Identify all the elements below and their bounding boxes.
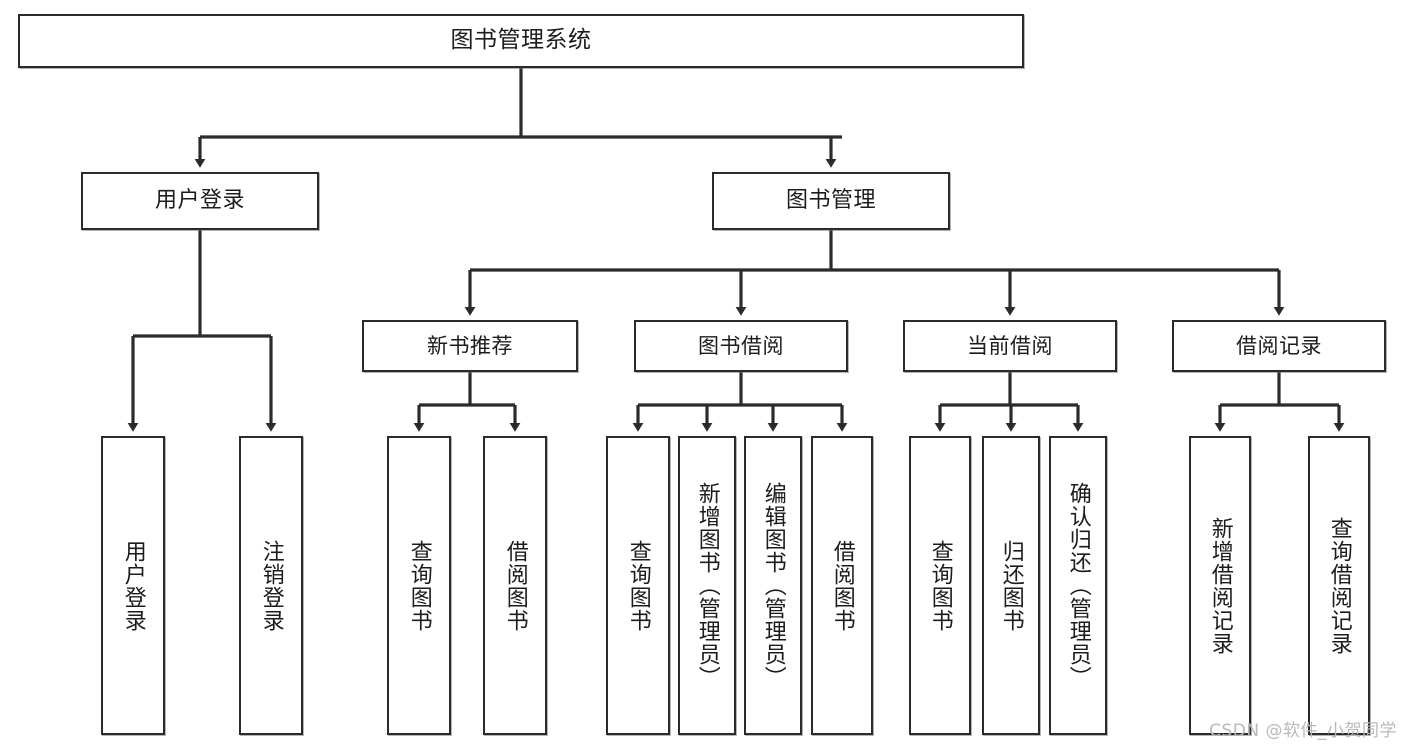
node-book-borrow-label: 图书借阅 (698, 333, 784, 358)
node-leaf-borrow-book-borrow-label: 借阅图书 (829, 539, 855, 632)
node-root[interactable]: 图书管理系统 (18, 14, 1024, 68)
node-leaf-add-book-admin[interactable]: 新增图书（管理员） (678, 436, 736, 735)
node-book-borrow[interactable]: 图书借阅 (634, 320, 848, 372)
node-leaf-query-book-newbook-label: 查询图书 (406, 539, 432, 632)
node-leaf-add-borrow-record-label: 新增借阅记录 (1207, 516, 1233, 655)
node-leaf-return-book[interactable]: 归还图书 (982, 436, 1040, 735)
node-leaf-query-book-current[interactable]: 查询图书 (909, 436, 971, 735)
node-leaf-borrow-book-newbook[interactable]: 借阅图书 (483, 436, 547, 735)
node-leaf-user-login-label: 用户登录 (120, 539, 146, 632)
node-borrow-record-label: 借阅记录 (1236, 333, 1322, 358)
node-leaf-query-book-borrow-label: 查询图书 (625, 539, 651, 632)
node-user-login-label: 用户登录 (154, 188, 245, 214)
node-leaf-logout[interactable]: 注销登录 (239, 436, 303, 735)
node-book-management[interactable]: 图书管理 (712, 172, 950, 230)
node-leaf-query-book-borrow[interactable]: 查询图书 (606, 436, 670, 735)
node-current-borrow[interactable]: 当前借阅 (903, 320, 1117, 372)
node-leaf-add-borrow-record[interactable]: 新增借阅记录 (1189, 436, 1251, 735)
node-book-management-label: 图书管理 (785, 188, 876, 214)
node-leaf-query-borrow-record[interactable]: 查询借阅记录 (1308, 436, 1370, 735)
node-leaf-logout-label: 注销登录 (258, 539, 284, 632)
node-leaf-borrow-book-newbook-label: 借阅图书 (502, 539, 528, 632)
node-leaf-query-borrow-record-label: 查询借阅记录 (1326, 516, 1352, 655)
node-current-borrow-label: 当前借阅 (967, 333, 1053, 358)
node-leaf-edit-book-admin-label: 编辑图书（管理员） (760, 482, 786, 689)
node-borrow-record[interactable]: 借阅记录 (1172, 320, 1386, 372)
node-leaf-return-book-label: 归还图书 (998, 539, 1024, 632)
node-leaf-confirm-return-admin-label: 确认归还（管理员） (1065, 482, 1091, 689)
node-leaf-add-book-admin-label: 新增图书（管理员） (694, 482, 720, 689)
node-leaf-edit-book-admin[interactable]: 编辑图书（管理员） (744, 436, 802, 735)
node-leaf-confirm-return-admin[interactable]: 确认归还（管理员） (1049, 436, 1107, 735)
node-root-label: 图书管理系统 (450, 27, 592, 54)
node-leaf-borrow-book-borrow[interactable]: 借阅图书 (811, 436, 873, 735)
node-leaf-user-login[interactable]: 用户登录 (101, 436, 165, 735)
node-new-book-recommend[interactable]: 新书推荐 (362, 320, 578, 372)
node-new-book-recommend-label: 新书推荐 (427, 333, 513, 358)
node-leaf-query-book-newbook[interactable]: 查询图书 (387, 436, 451, 735)
node-user-login[interactable]: 用户登录 (81, 172, 319, 230)
node-leaf-query-book-current-label: 查询图书 (927, 539, 953, 632)
